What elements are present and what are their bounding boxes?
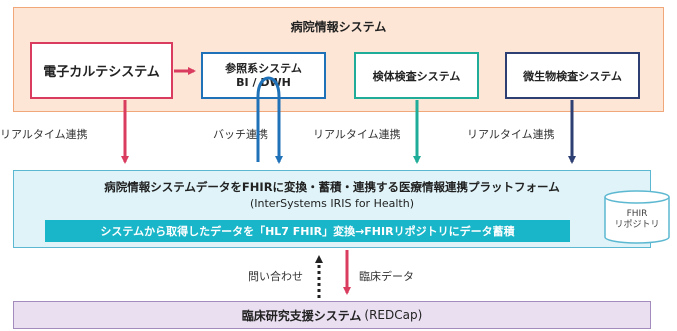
realtime-link-label-lab: リアルタイム連携 [313, 128, 401, 141]
realtime-link-label-micro: リアルタイム連携 [467, 128, 555, 141]
clinical-data-label: 臨床データ [359, 270, 414, 283]
repository-fhir-text: FHIR [626, 209, 648, 219]
clinical-research-system-box: 臨床研究支援システム (REDCap) [13, 301, 651, 329]
realtime-link-label-emr: リアルタイム連携 [0, 128, 88, 141]
hospital-system-title: 病院情報システム [290, 19, 387, 34]
batch-loop-arrow [256, 76, 283, 164]
fhir-conversion-banner: システムから取得したデータを「HL7 FHIR」変換→FHIRリポジトリにデータ… [45, 220, 570, 242]
platform-title: 病院情報システムデータをFHIRに変換・蓄積・連携する医療情報連携プラットフォー… [104, 180, 560, 194]
fhir-repository-icon [604, 190, 670, 244]
repository-text: リポジトリ [614, 220, 660, 230]
redcap-label: (REDCap) [364, 308, 423, 322]
fhir-repository-label: FHIR リポジトリ [605, 204, 669, 236]
microbiology-system-box: 微生物検査システム [505, 52, 640, 99]
reference-system-name: 参照系システム [225, 61, 302, 75]
batch-link-label: バッチ連携 [213, 128, 268, 141]
query-label: 問い合わせ [248, 270, 303, 283]
platform-subtitle: (InterSystems IRIS for Health) [249, 197, 414, 210]
reference-system-box: 参照系システム BI / DWH [201, 52, 326, 99]
lab-test-system-box: 検体検査システム [354, 52, 479, 99]
clinical-research-system-name: 臨床研究支援システム [241, 308, 362, 323]
emr-system-box: 電子カルテシステム [30, 42, 173, 99]
